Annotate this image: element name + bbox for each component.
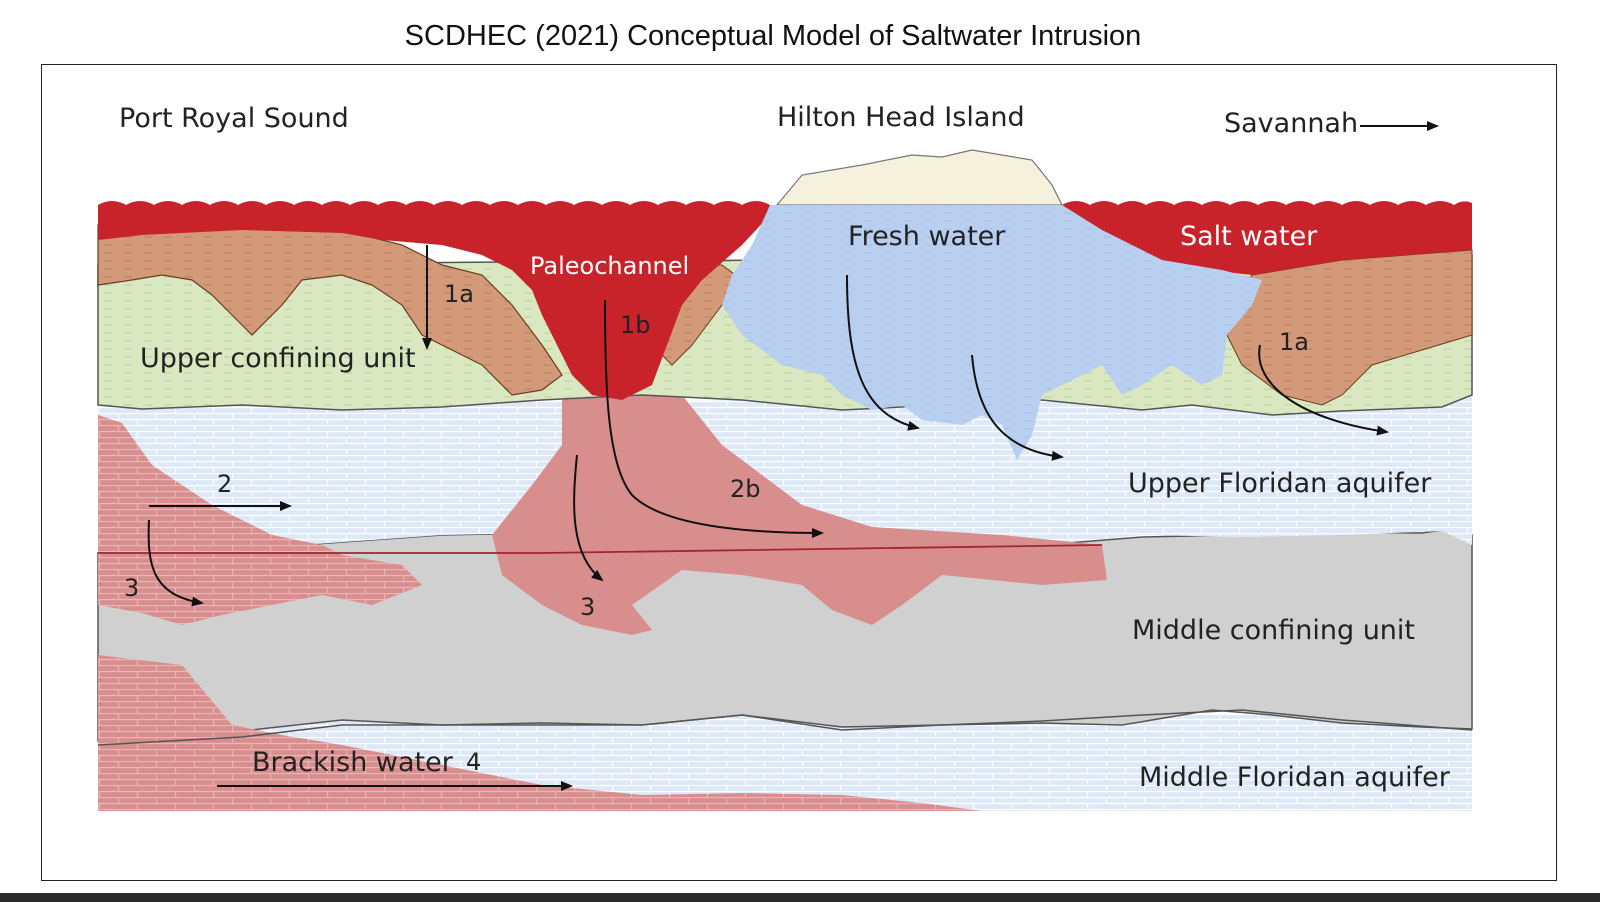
label-path-2: 2 bbox=[217, 470, 233, 498]
label-salt-water: Salt water bbox=[1180, 221, 1318, 252]
label-upper-floridan-aquifer: Upper Floridan aquifer bbox=[1128, 468, 1432, 499]
diagram-frame: Port Royal Sound Hilton Head Island Sava… bbox=[41, 64, 1557, 881]
bottom-edge-bar bbox=[0, 893, 1600, 902]
salt-water-band-right bbox=[1062, 201, 1472, 275]
sediment-band-left bbox=[97, 224, 563, 396]
label-savannah: Savannah bbox=[1224, 108, 1359, 139]
label-brackish-water: Brackish water bbox=[252, 747, 453, 778]
island-sand bbox=[775, 149, 1063, 206]
sediment-band-right bbox=[1221, 249, 1473, 406]
brackish-zone-left bbox=[98, 415, 422, 625]
flow-arrow-3-center bbox=[573, 454, 604, 582]
label-middle-confining-unit: Middle confining unit bbox=[1132, 615, 1416, 646]
flow-arrow-fresh-2 bbox=[971, 354, 1064, 461]
flow-arrow-1a-right bbox=[1258, 344, 1389, 436]
middle-confining-base-line bbox=[97, 709, 1473, 746]
label-upper-confining-unit: Upper confining unit bbox=[140, 343, 416, 374]
label-path-1a-right: 1a bbox=[1279, 328, 1309, 356]
brackish-plume-center bbox=[492, 395, 1107, 635]
label-path-1b: 1b bbox=[620, 311, 651, 339]
label-path-4: 4 bbox=[466, 748, 482, 776]
aquifer-boundary-line bbox=[98, 544, 1103, 554]
label-path-2b: 2b bbox=[730, 475, 761, 503]
label-port-royal-sound: Port Royal Sound bbox=[119, 103, 349, 134]
flow-arrow-3-left bbox=[147, 519, 204, 607]
salt-water-band-left bbox=[98, 201, 770, 400]
label-paleochannel: Paleochannel bbox=[530, 252, 690, 280]
cross-section-diagram bbox=[97, 121, 1473, 811]
flow-arrow-1b bbox=[604, 299, 824, 538]
label-fresh-water: Fresh water bbox=[848, 221, 1006, 252]
diagram-title: SCDHEC (2021) Conceptual Model of Saltwa… bbox=[404, 20, 1142, 52]
label-path-1a-left: 1a bbox=[444, 280, 474, 308]
label-path-3-left: 3 bbox=[124, 574, 140, 602]
label-middle-floridan-aquifer: Middle Floridan aquifer bbox=[1139, 762, 1450, 793]
label-path-3-center: 3 bbox=[580, 593, 596, 621]
fresh-water-lens bbox=[722, 205, 1262, 460]
label-hilton-head-island: Hilton Head Island bbox=[777, 102, 1025, 133]
brackish-zone-lower bbox=[98, 655, 982, 811]
upper-floridan-aquifer-layer bbox=[98, 395, 1472, 553]
flow-arrow-fresh-1 bbox=[846, 274, 920, 431]
